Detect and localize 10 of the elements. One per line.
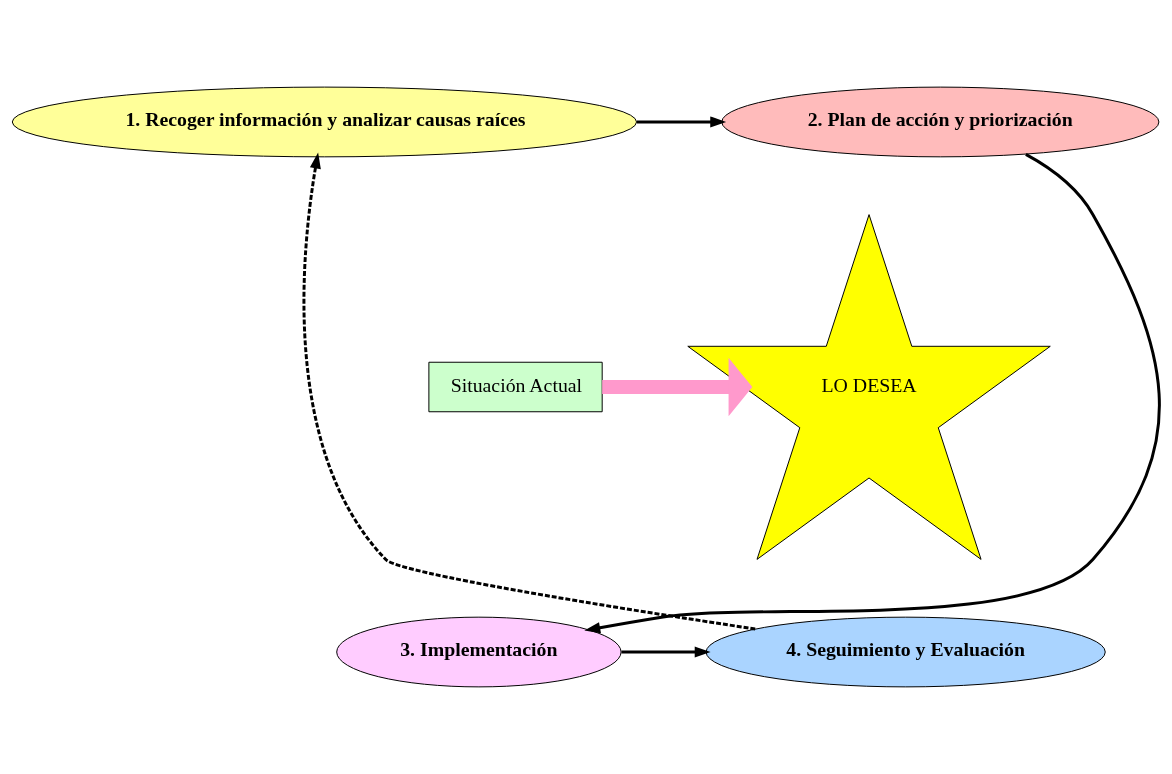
node-ellipse: 4. Seguimiento y Evaluación	[705, 616, 1106, 688]
arrow	[584, 153, 1161, 634]
node-ellipse: 3. Implementación	[336, 616, 622, 688]
arrow	[602, 357, 753, 417]
node-box: Situación Actual	[428, 361, 603, 413]
arrow	[636, 116, 727, 128]
node-ellipse: 2. Plan de acción y priorización	[721, 86, 1160, 158]
node-ellipse: 1. Recoger información y analizar causas raíces	[11, 86, 638, 158]
arrow	[302, 152, 756, 631]
arrow	[621, 646, 711, 658]
